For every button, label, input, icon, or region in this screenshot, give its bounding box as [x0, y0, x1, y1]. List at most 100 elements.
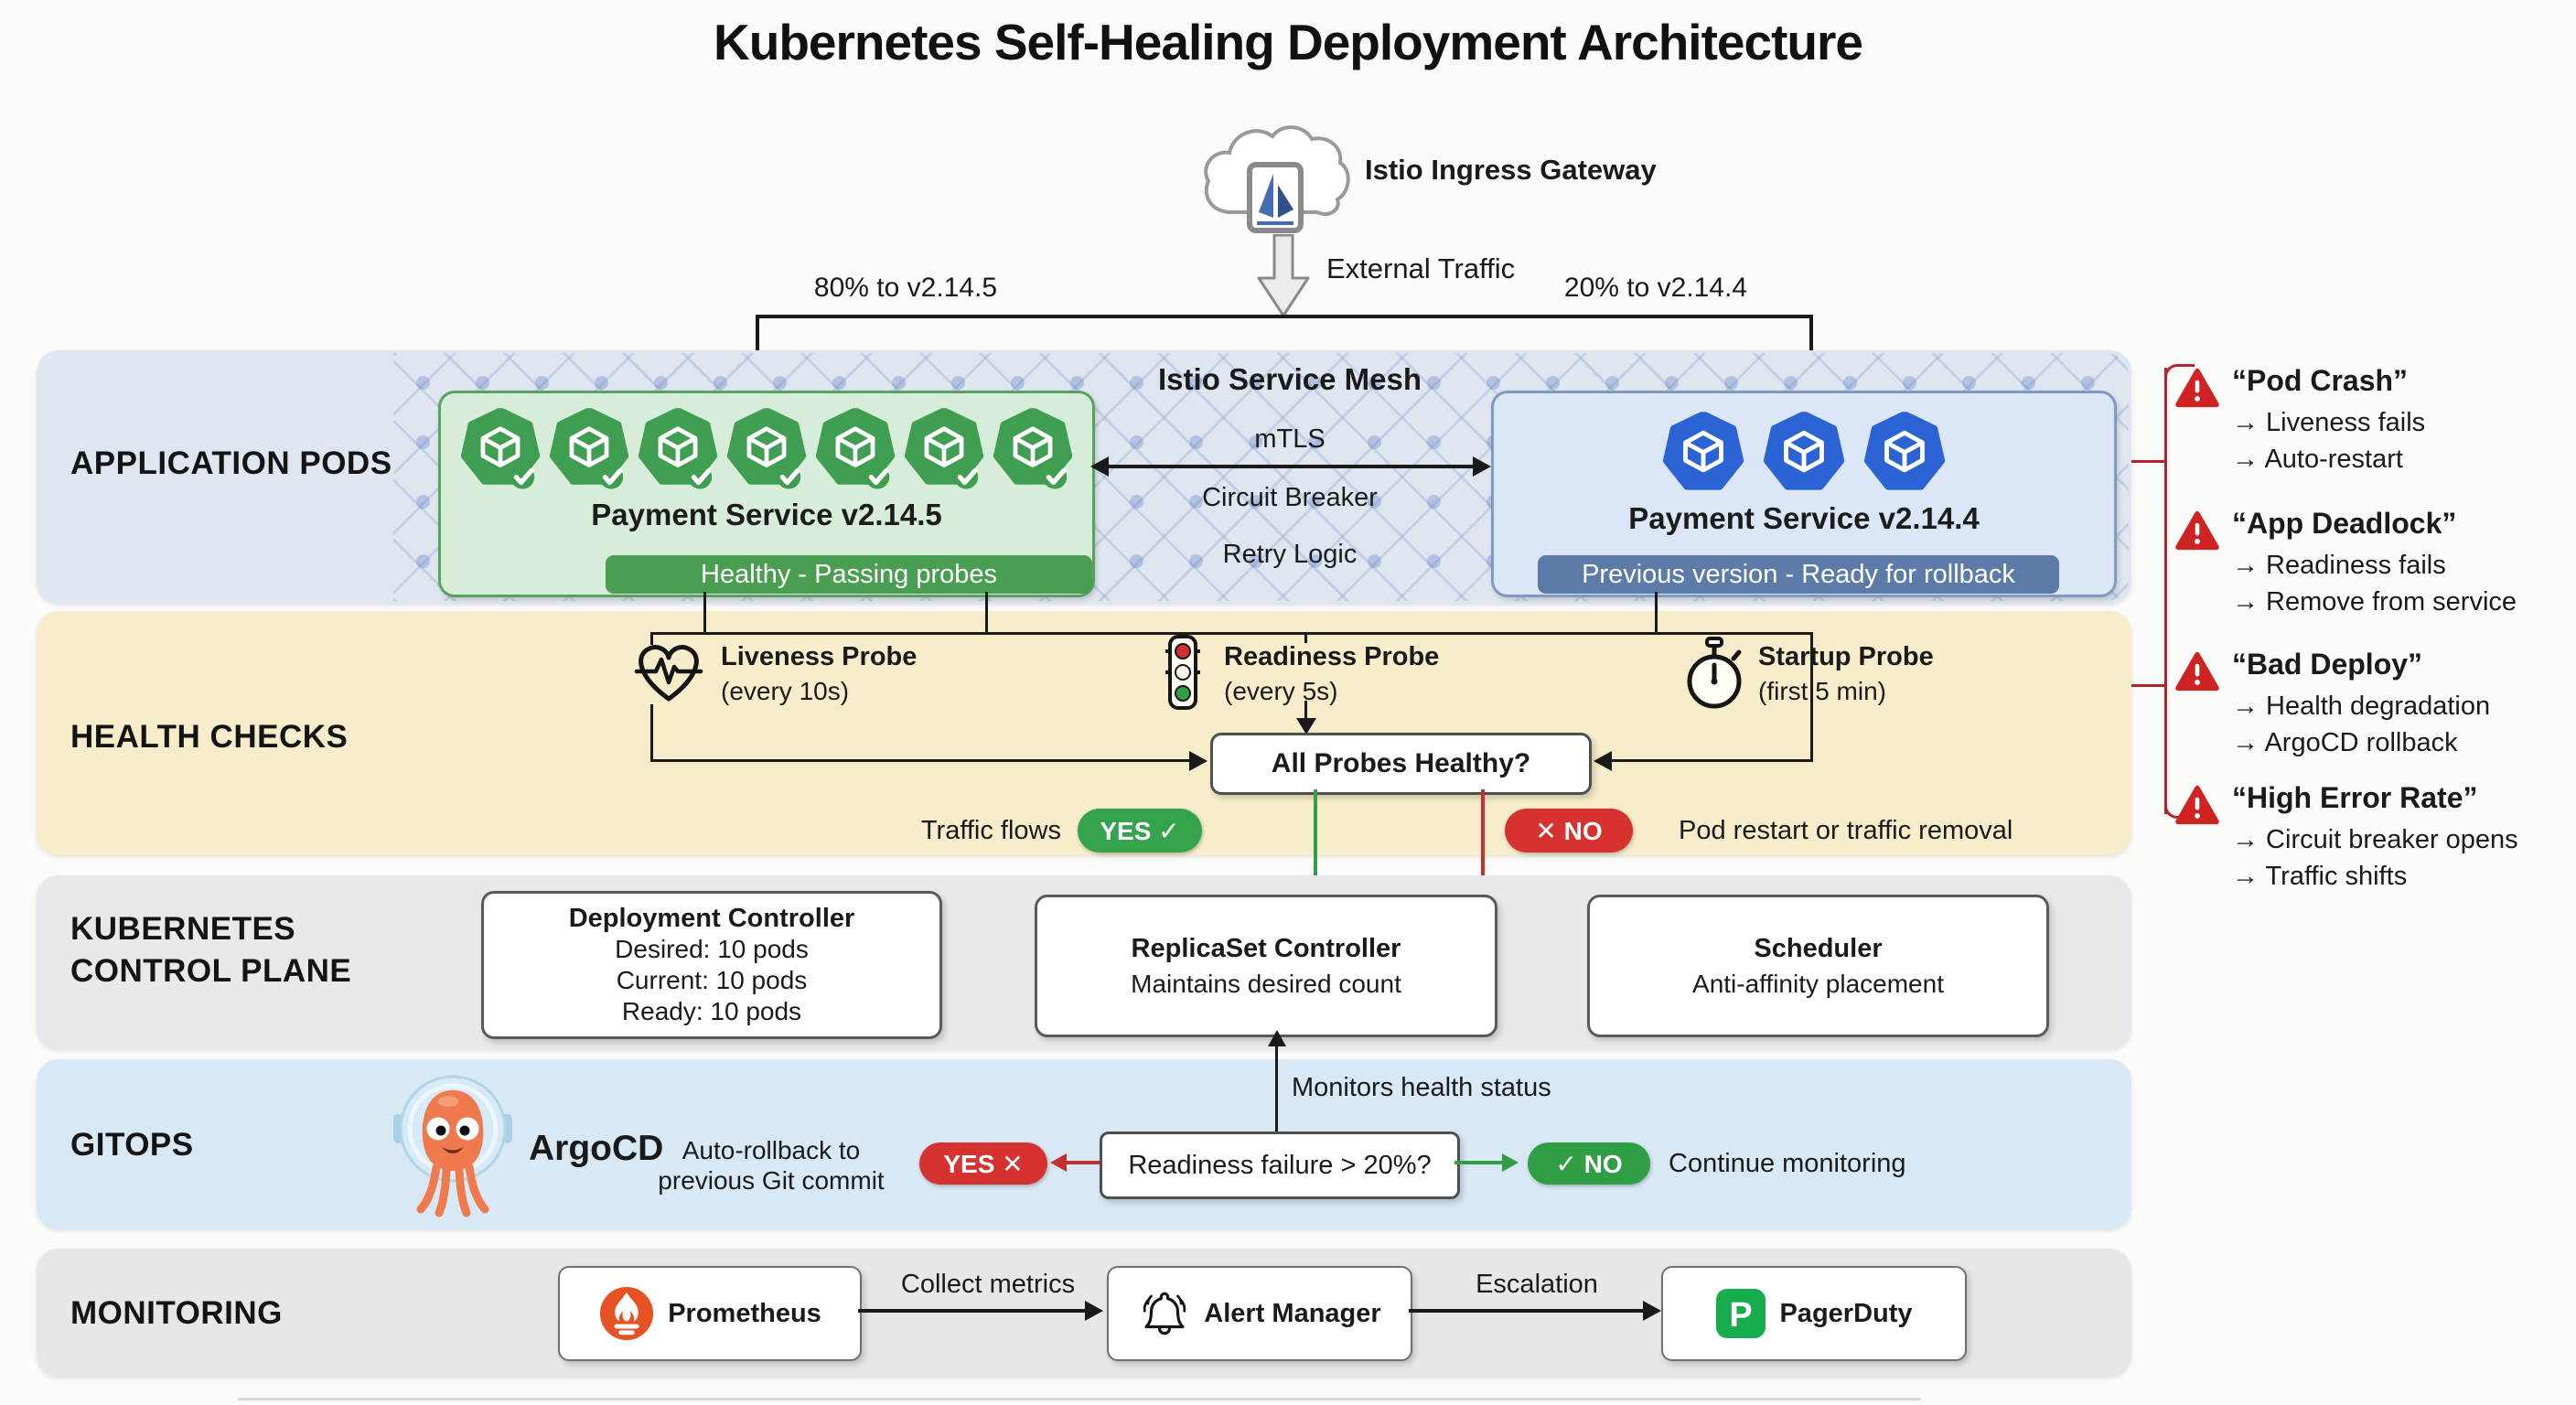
pod-healthy-icon — [992, 408, 1074, 489]
scenario-bad-deploy-line2: → ArgoCD rollback — [2232, 728, 2458, 757]
bracket-vertical — [2164, 368, 2167, 814]
mesh-feature-retry-logic: Retry Logic — [1222, 540, 1358, 569]
auto-rollback-label: Auto-rollback to previous Git commit — [628, 1135, 915, 1196]
pod-standby-icon — [1661, 412, 1745, 499]
green-pod-row — [441, 408, 1092, 494]
connector-gitops-no — [1454, 1161, 1506, 1164]
all-probes-healthy-box: All Probes Healthy? — [1210, 733, 1592, 795]
connector-gitops-yes — [1061, 1161, 1100, 1164]
connector-blue-stub — [1655, 592, 1658, 632]
pagerduty-icon: P — [1716, 1289, 1766, 1338]
warning-icon — [2175, 651, 2219, 692]
application-pods-band-label: APPLICATION PODS — [70, 445, 392, 481]
prometheus-icon — [600, 1286, 654, 1341]
scenario-high-error-line2: → Traffic shifts — [2232, 862, 2408, 891]
pod-healthy-icon — [814, 408, 896, 489]
replicaset-controller-title: ReplicaSet Controller — [1131, 933, 1401, 963]
arrowhead-collect-metrics — [1085, 1301, 1103, 1321]
svg-text:P: P — [1730, 1296, 1753, 1335]
connector-readiness-drop — [1304, 632, 1307, 643]
traffic-split-left-label: 80% to v2.14.5 — [813, 273, 998, 303]
connector-readiness-drop-2 — [1304, 701, 1307, 723]
startup-probe-interval: (first 5 min) — [1758, 677, 1886, 705]
control-plane-band-label-2: CONTROL PLANE — [70, 953, 352, 989]
escalation-label: Escalation — [1476, 1270, 1598, 1299]
alert-manager-label: Alert Manager — [1204, 1298, 1381, 1328]
control-plane-band-label-1: KUBERNETES — [70, 911, 296, 947]
collect-metrics-label: Collect metrics — [900, 1270, 1076, 1299]
service-mesh-title: Istio Service Mesh — [1158, 362, 1422, 396]
traffic-light-icon — [1165, 635, 1200, 710]
scenario-app-deadlock-title: “App Deadlock” — [2232, 507, 2457, 540]
deployment-current: Current: 10 pods — [616, 965, 808, 994]
scenario-high-error-line1: → Circuit breaker opens — [2232, 825, 2518, 854]
readiness-failure-question: Readiness failure > 20%? — [1128, 1150, 1432, 1180]
page-title: Kubernetes Self-Healing Deployment Archi… — [714, 14, 1863, 70]
blue-pod-row — [1494, 412, 2114, 499]
connector-split-horizontal — [756, 315, 1813, 318]
connector-liveness-drop — [650, 632, 653, 645]
bottom-edge-line — [238, 1398, 1921, 1400]
liveness-probe-label: Liveness Probe — [721, 642, 918, 671]
warning-icon — [2175, 785, 2219, 825]
connector-split-right-vertical — [1809, 315, 1813, 371]
connector-right-into-decision — [1610, 759, 1813, 762]
monitoring-band-label: MONITORING — [70, 1295, 283, 1331]
arrowhead-decision-right — [1594, 751, 1612, 771]
readiness-probe-label: Readiness Probe — [1224, 642, 1440, 671]
bell-icon — [1143, 1292, 1186, 1335]
connector-escalation — [1409, 1309, 1648, 1313]
green-service-status-banner: Healthy - Passing probes — [606, 555, 1092, 594]
alert-manager-box: Alert Manager — [1107, 1266, 1412, 1361]
connector-no-drop — [1481, 789, 1485, 883]
pod-healthy-icon — [903, 408, 985, 489]
stopwatch-icon — [1687, 637, 1742, 709]
scenario-bad-deploy-line1: → Health degradation — [2232, 692, 2491, 721]
health-checks-band-label: HEALTH CHECKS — [70, 719, 349, 755]
pod-healthy-icon — [459, 408, 542, 489]
scenario-app-deadlock-line1: → Readiness fails — [2232, 551, 2446, 580]
prometheus-box: Prometheus — [558, 1266, 862, 1361]
connector-yes-drop — [1314, 789, 1317, 883]
traffic-split-right-label: 20% to v2.14.4 — [1563, 273, 1748, 303]
arrowhead-gitops-no — [1502, 1153, 1519, 1172]
mesh-feature-mtls: mTLS — [1254, 424, 1326, 454]
blue-service-status-banner: Previous version - Ready for rollback — [1538, 555, 2059, 594]
scheduler-title: Scheduler — [1754, 933, 1883, 963]
probes-yes-pill: YES ✓ — [1078, 809, 1202, 853]
liveness-probe-interval: (every 10s) — [721, 677, 850, 705]
readiness-probe-interval: (every 5s) — [1224, 677, 1338, 705]
arrowhead-gitops-yes — [1050, 1153, 1067, 1172]
auto-rollback-line2: previous Git commit — [658, 1166, 885, 1195]
gitops-no-pill: ✓ NO — [1528, 1142, 1650, 1185]
deployment-ready: Ready: 10 pods — [621, 996, 802, 1025]
bracket-connector-pods — [2131, 460, 2166, 463]
arrowhead-monitors-up — [1268, 1030, 1286, 1046]
external-traffic-arrow-icon — [1257, 234, 1310, 317]
gitops-yes-pill: YES ✕ — [919, 1142, 1047, 1185]
pod-standby-icon — [1762, 412, 1846, 499]
scenario-bad-deploy-title: “Bad Deploy” — [2232, 648, 2423, 681]
connector-collect-metrics — [858, 1309, 1090, 1313]
blue-service-box: Payment Service v2.14.4 Previous version… — [1491, 391, 2117, 597]
startup-probe-label: Startup Probe — [1758, 642, 1934, 671]
connector-green-stub-1 — [703, 592, 706, 632]
connector-green-stub-2 — [985, 592, 988, 632]
connector-monitors-health — [1275, 1046, 1278, 1132]
gitops-band-label: GITOPS — [70, 1127, 194, 1163]
deployment-controller-box: Deployment Controller Desired: 10 pods C… — [481, 891, 942, 1039]
pagerduty-label: PagerDuty — [1779, 1298, 1913, 1328]
connector-startup-drop — [1810, 632, 1813, 762]
replicaset-controller-box: ReplicaSet Controller Maintains desired … — [1035, 895, 1497, 1037]
scenario-pod-crash-line2: → Auto-restart — [2232, 445, 2403, 474]
blue-service-name: Payment Service v2.14.4 — [1628, 501, 1980, 535]
connector-split-left-vertical — [756, 315, 759, 371]
pagerduty-box: P PagerDuty — [1661, 1266, 1967, 1361]
monitors-health-label: Monitors health status — [1292, 1073, 1551, 1102]
connector-trunk — [650, 632, 1813, 635]
deployment-controller-title: Deployment Controller — [568, 903, 855, 933]
pod-healthy-icon — [548, 408, 630, 489]
istio-ingress-gateway-label: Istio Ingress Gateway — [1365, 154, 1657, 186]
arrowhead-escalation — [1643, 1301, 1661, 1321]
mesh-feature-circuit-breaker: Circuit Breaker — [1202, 483, 1378, 512]
